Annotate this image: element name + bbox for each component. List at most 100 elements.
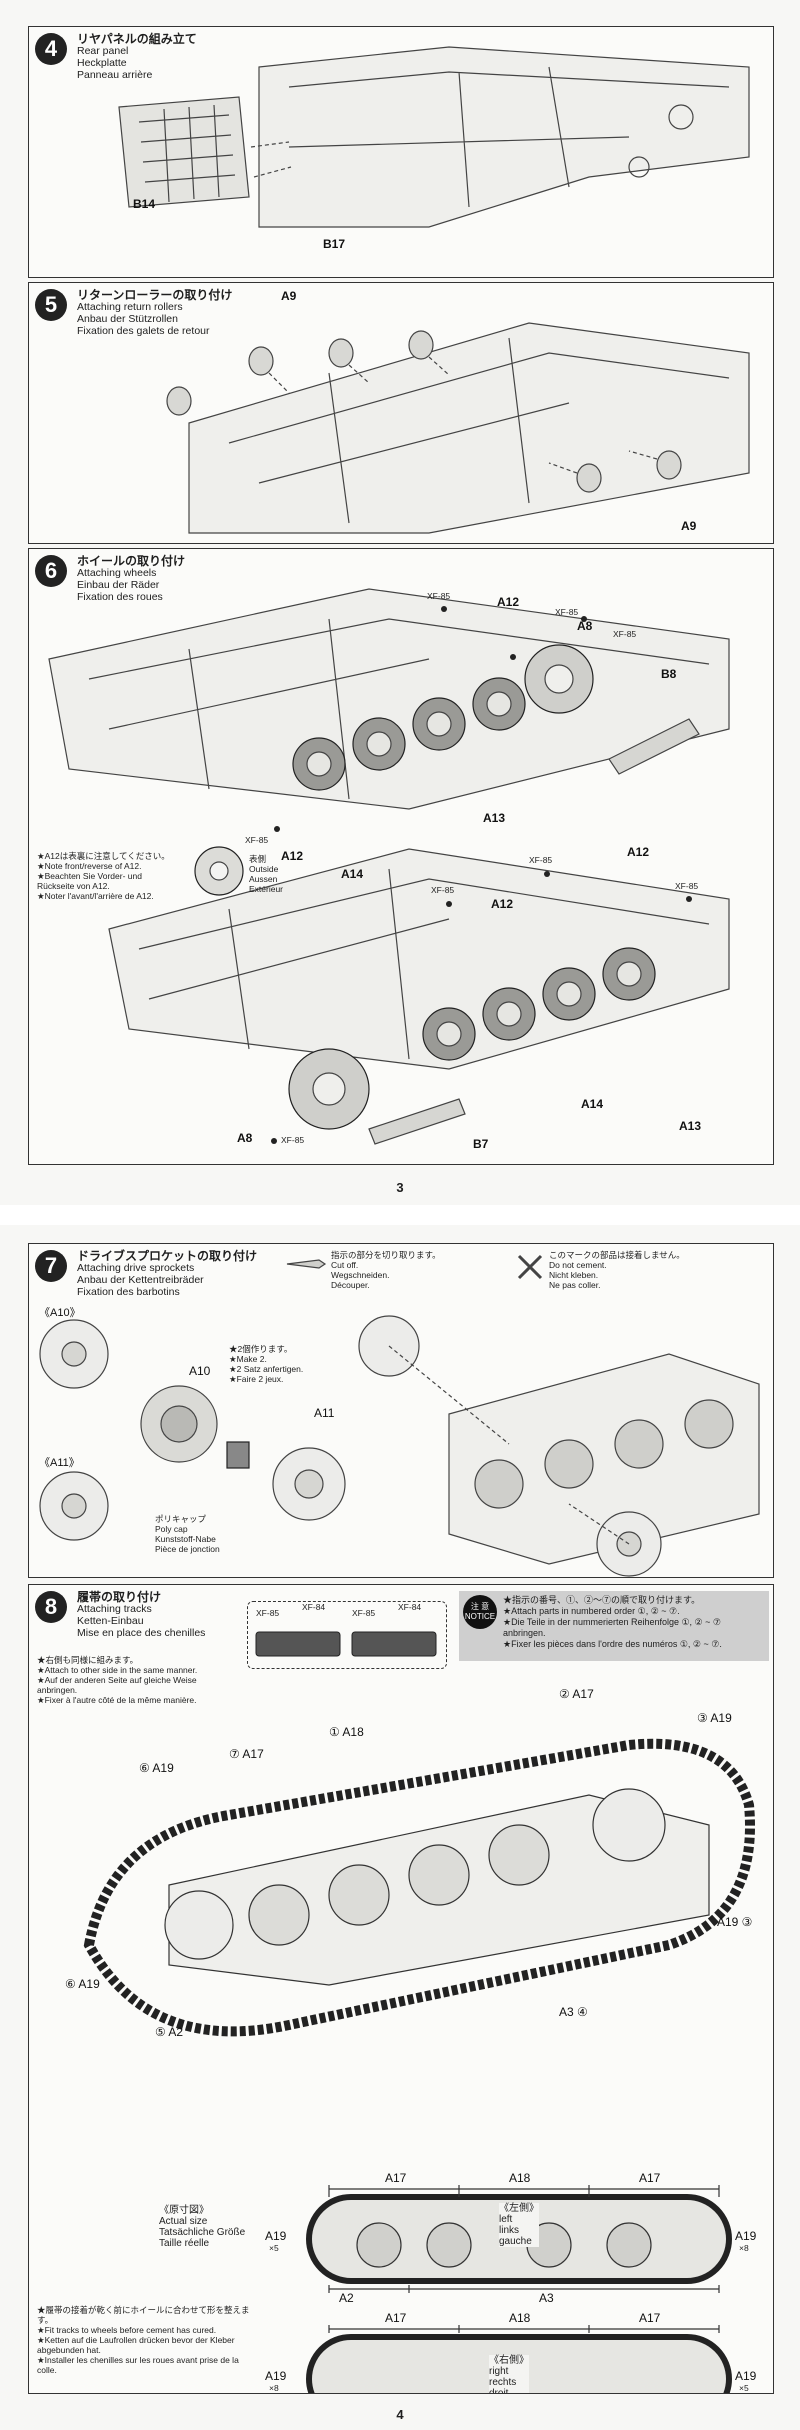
note-line: ★Attach to other side in the same manner… — [37, 1665, 198, 1675]
do-not-cement-legend: このマークの部品は接着しません。 Do not cement. Nicht kl… — [549, 1250, 685, 1290]
step-title-block: リターンローラーの取り付け Attaching return rollers A… — [77, 289, 232, 337]
paint-label-xf85: XF-85 — [555, 607, 579, 617]
outside-label: 表側 Outside Aussen Extérieur — [249, 854, 283, 894]
title-fr: Fixation des galets de retour — [77, 325, 210, 337]
step-number-badge: 6 — [35, 555, 67, 587]
note-line: ★A12は表裏に注意してください。 — [37, 851, 170, 861]
part-label-b7: B7 — [473, 1137, 489, 1151]
part-label-a12: A12 — [281, 849, 304, 863]
notice-badge-jp: 注 意 — [470, 1602, 490, 1611]
notice-line: ★Die Teile in der nummerierten Reihenfol… — [503, 1617, 721, 1638]
track-paint-swatches: XF-85 XF-84 XF-85 XF-84 — [247, 1601, 447, 1669]
legend-line: このマークの部品は接着しません。 — [549, 1250, 685, 1260]
dim-a2: A2 — [339, 2291, 354, 2305]
title-de: Ketten-Einbau — [77, 1615, 144, 1627]
paint-label: XF-85 — [352, 1608, 376, 1618]
outside-line: 表側 — [249, 854, 267, 864]
track-label-3: ③ A19 — [697, 1711, 732, 1725]
title-en: Attaching return rollers — [77, 301, 183, 313]
title-en: Attaching wheels — [77, 567, 157, 579]
track-label-6: ⑥ A19 — [65, 1977, 100, 1991]
notice-badge: 注 意 NOTICE — [463, 1595, 497, 1629]
dim-a17: A17 — [385, 2311, 407, 2325]
title-jp: 履帯の取り付け — [77, 1590, 162, 1604]
dim-a3: A3 — [539, 2291, 554, 2305]
step-title-block: リヤパネルの組み立て Rear panel Heckplatte Panneau… — [77, 33, 197, 81]
a12-orientation-note: ★A12は表裏に注意してください。 ★Note front/reverse of… — [37, 851, 177, 901]
tracks-drawing — [83, 1738, 755, 2393]
instruction-page-4: 7 ドライブスプロケットの取り付け Attaching drive sprock… — [0, 1225, 800, 2430]
track-links-icon — [255, 1631, 437, 1657]
right-side-label: 《右側》 right rechts droit — [489, 2355, 529, 2393]
step-8-panel: 8 履帯の取り付け Attaching tracks Ketten-Einbau… — [28, 1584, 774, 2394]
right-line: rechts — [489, 2377, 517, 2388]
polycap-line: Kunststoff-Nabe — [155, 1534, 216, 1544]
part-label-a8: A8 — [577, 619, 593, 633]
dim-a17: A17 — [639, 2171, 661, 2185]
page-gap — [0, 1205, 800, 1225]
legend-line: Nicht kleben. — [549, 1270, 599, 1280]
polycap-line: ポリキャップ — [155, 1514, 207, 1524]
fit-tracks-note: ★履帯の接着が乾く前にホイールに合わせて形を整えます。 ★Fit tracks … — [37, 2305, 257, 2375]
dim-a19: A19 — [735, 2229, 757, 2243]
actual-size-line: Tatsächliche Größe — [159, 2227, 246, 2238]
drive-sprocket-drawing — [39, 1254, 760, 1577]
page-number: 3 — [396, 1180, 404, 1195]
part-label-a13: A13 — [483, 811, 506, 825]
title-fr: Mise en place des chenilles — [77, 1627, 206, 1639]
legend-line: Cut off. — [331, 1260, 359, 1270]
note-line: ★2 Satz anfertigen. — [229, 1364, 304, 1374]
dim-count: ×5 — [269, 2243, 279, 2253]
note-line: ★Auf der anderen Seite auf gleiche Weise… — [37, 1675, 197, 1695]
step-6-panel: 6 ホイールの取り付け Attaching wheels Einbau der … — [28, 548, 774, 1165]
paint-label: XF-84 — [398, 1602, 422, 1612]
note-line: ★Noter l'avant/l'arrière de A12. — [37, 891, 154, 901]
legend-line: 指示の部分を切り取ります。 — [331, 1250, 441, 1260]
track-label-6: ⑥ A19 — [139, 1761, 174, 1775]
title-fr: Fixation des barbotins — [77, 1286, 180, 1298]
title-de: Heckplatte — [77, 57, 127, 69]
rear-panel-drawing — [118, 46, 750, 228]
step-4-panel: 4 リヤパネルの組み立て Rear panel Heckplatte Panne… — [28, 26, 774, 278]
part-label-a13: A13 — [679, 1119, 702, 1133]
dim-a19: A19 — [265, 2369, 287, 2383]
step-7-panel: 7 ドライブスプロケットの取り付け Attaching drive sprock… — [28, 1243, 774, 1578]
dim-a17: A17 — [385, 2171, 407, 2185]
paint-label-xf85: XF-85 — [613, 629, 637, 639]
dim-count: ×8 — [739, 2243, 749, 2253]
note-line: ★Fit tracks to wheels before cement has … — [37, 2325, 217, 2335]
title-en: Attaching tracks — [77, 1603, 152, 1615]
step-title-block: ドライブスプロケットの取り付け Attaching drive sprocket… — [77, 1250, 257, 1298]
part-label-a12: A12 — [497, 595, 520, 609]
step-number-badge: 7 — [35, 1250, 67, 1282]
step-title-block: ホイールの取り付け Attaching wheels Einbau der Rä… — [77, 555, 185, 603]
part-label-b14: B14 — [133, 197, 156, 211]
actual-size-line: 《原寸図》 — [159, 2205, 209, 2216]
step-number-badge: 5 — [35, 289, 67, 321]
return-rollers-drawing — [166, 322, 750, 534]
note-line: ★右側も同様に組みます。 — [37, 1655, 139, 1665]
left-side-label: 《左側》 left links gauche — [499, 2203, 539, 2247]
title-jp: リヤパネルの組み立て — [77, 32, 197, 46]
other-side-note: ★右側も同様に組みます。 ★Attach to other side in th… — [37, 1655, 237, 1705]
wheels-drawing — [48, 588, 730, 1145]
part-label-a12: A12 — [627, 845, 650, 859]
dim-a19: A19 — [735, 2369, 757, 2383]
title-jp: リターンローラーの取り付け — [77, 288, 233, 302]
right-line: 《右側》 — [489, 2355, 529, 2366]
paint-label: XF-85 — [256, 1608, 280, 1618]
paint-label-xf85: XF-85 — [427, 591, 451, 601]
notice-line: ★指示の番号、①、②～⑦の順で取り付けます。 — [503, 1595, 701, 1605]
no-cement-icon — [517, 1254, 543, 1280]
legend-line: Wegschneiden. — [331, 1270, 390, 1280]
legend-line: Ne pas coller. — [549, 1280, 601, 1290]
outside-line: Extérieur — [249, 884, 284, 894]
track-label-7: ⑦ A17 — [229, 1747, 264, 1761]
cut-off-legend: 指示の部分を切り取ります。 Cut off. Wegschneiden. Déc… — [331, 1250, 441, 1290]
part-label-a9: A9 — [281, 289, 297, 303]
paint-label-xf85: XF-85 — [675, 881, 699, 891]
track-label-4: A3 ④ — [559, 2005, 588, 2019]
title-en: Rear panel — [77, 45, 129, 57]
note-line: ★Make 2. — [229, 1354, 267, 1364]
left-line: left — [499, 2214, 513, 2225]
